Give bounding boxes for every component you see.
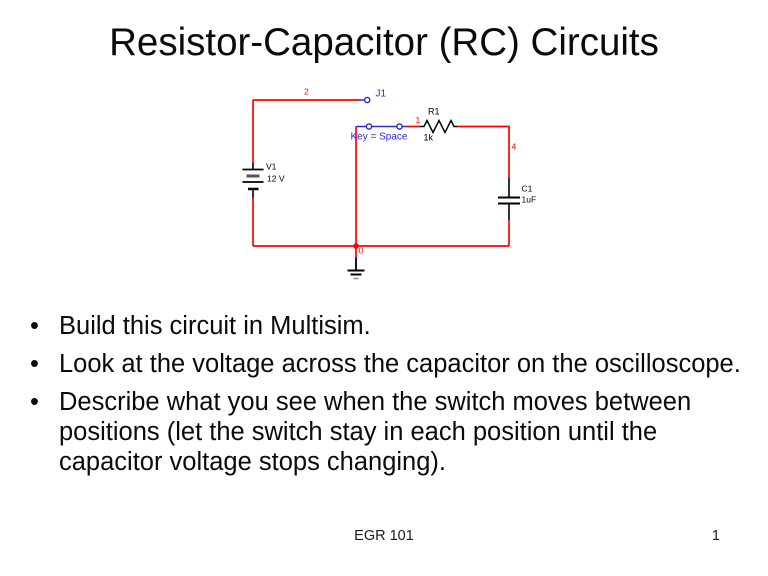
capacitor-c1 [498,178,520,220]
wire-resistor-to-cap [457,125,510,178]
bullet-marker: • [30,350,39,378]
switch-j1 [356,96,406,130]
battery-ref-label: V1 [266,162,277,172]
bullet-item-2: • Look at the voltage across the capacit… [30,349,754,379]
battery-v1 [242,163,264,198]
switch-pole-contact [365,123,373,130]
net-label-2: 2 [304,87,309,97]
switch-common-contact [396,123,403,130]
net-label-4: 4 [512,142,517,152]
slide-title: Resistor-Capacitor (RC) Circuits [109,21,659,64]
resistor-r1 [420,118,457,135]
resistor-ref-label: R1 [428,107,440,117]
switch-throw-contact [363,96,371,104]
bullet-item-1: • Build this circuit in Multisim. [30,311,754,341]
bullet-marker: • [30,388,39,416]
capacitor-value-label: 1uF [522,195,537,205]
bullet-item-3: • Describe what you see when the switch … [30,387,754,477]
bullet-text-1: Build this circuit in Multisim. [59,312,371,340]
net-label-1: 1 [416,115,421,125]
footer-page-number: 1 [711,528,720,544]
switch-key-label: Key = Space [351,132,408,143]
net-label-0: 0 [359,246,364,256]
resistor-value-label: 1k [424,133,434,143]
switch-ref-label: J1 [376,89,387,100]
bullet-list: • Build this circuit in Multisim. • Look… [30,311,754,485]
capacitor-ref-label: C1 [522,184,533,194]
junction-dot [353,243,359,249]
bullet-marker: • [30,312,39,340]
footer-course-label: EGR 101 [354,528,414,544]
ground-symbol [347,257,365,280]
bullet-text-3: Describe what you see when the switch mo… [59,388,692,476]
bullet-text-2: Look at the voltage across the capacitor… [59,350,741,378]
battery-value-label: 12 V [267,174,285,184]
